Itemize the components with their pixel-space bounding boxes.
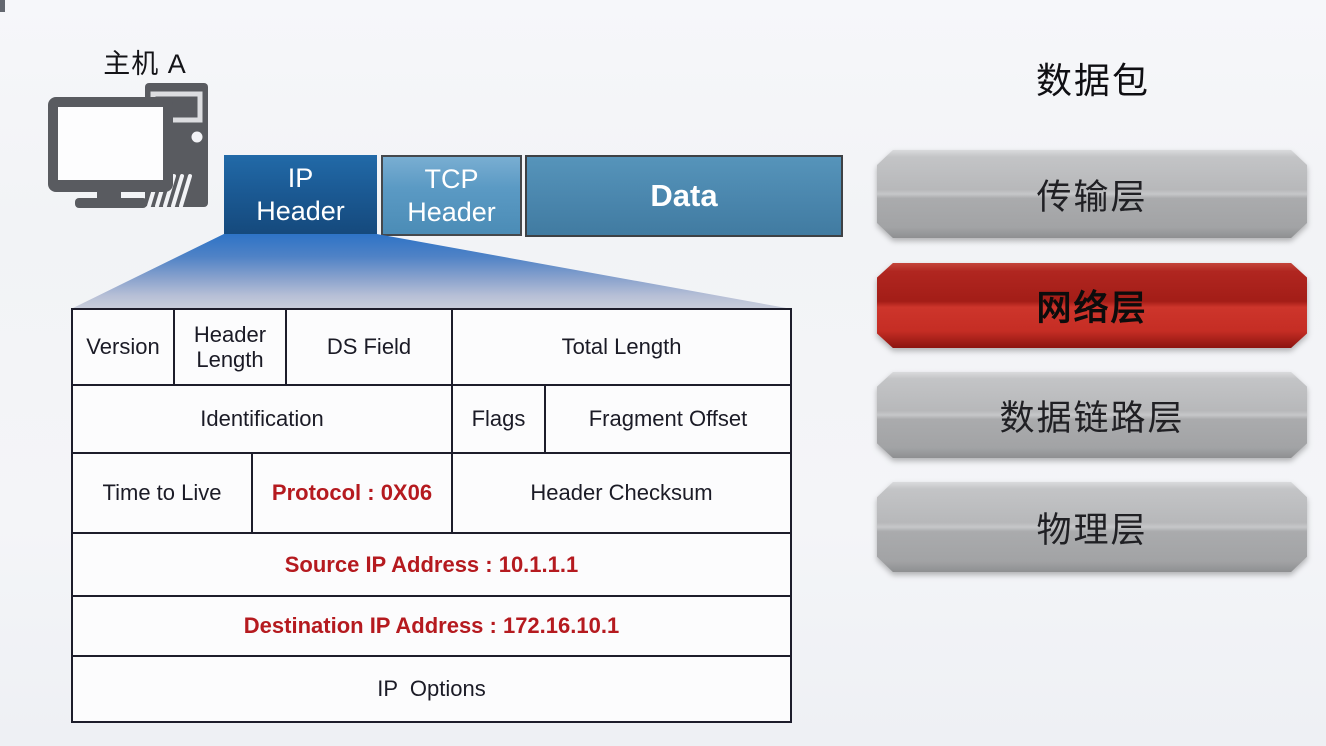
layer-bar-label: 传输层 — [1036, 177, 1148, 217]
packet-stack-title: 数据包 — [1035, 60, 1150, 101]
monitor-icon — [48, 97, 173, 208]
layer-bar-network: 网络层 — [877, 263, 1307, 348]
table-cell-ds-field: DS Field — [287, 310, 453, 384]
packet-segment-tcp-header: TCP Header — [381, 155, 522, 236]
layer-bar-face: 数据链路层 — [877, 372, 1307, 458]
packet-segment-label: TCP Header — [407, 163, 496, 227]
corner-artifact — [0, 0, 5, 12]
table-cell-protocol: Protocol : 0X06 — [253, 454, 453, 532]
table-cell-fragment-offset: Fragment Offset — [588, 406, 748, 432]
layer-bar-label: 网络层 — [1036, 289, 1148, 328]
packet-segment-data: Data — [525, 155, 843, 237]
packet-segment-label: IP Header — [256, 163, 345, 226]
packet-segment-label: Data — [650, 178, 718, 214]
table-row: Destination IP Address : 172.16.10.1 — [73, 597, 790, 657]
table-row: IP Options — [73, 657, 790, 721]
ip-header-expansion-funnel — [71, 234, 792, 309]
host-label: 主机 A — [103, 49, 187, 79]
table-row: Source IP Address : 10.1.1.1 — [73, 534, 790, 597]
packet-segment-ip-header: IP Header — [224, 155, 377, 235]
layer-bar-face: 物理层 — [877, 482, 1307, 572]
ip-header-table: Version Header Length DS Field Total Len… — [71, 308, 792, 723]
host-computer-icon — [48, 83, 208, 208]
layer-bar-face: 网络层 — [877, 263, 1307, 348]
table-row: Identification Flags Fragment Offset — [73, 386, 790, 454]
table-cell-ip-options: IP Options — [377, 676, 486, 702]
table-row: Version Header Length DS Field Total Len… — [73, 310, 790, 386]
layer-bar-face: 传输层 — [877, 150, 1307, 238]
table-cell-flags: Flags — [453, 386, 546, 452]
table-cell-source-ip: Source IP Address : 10.1.1.1 — [284, 551, 579, 577]
layer-bar-physical: 物理层 — [877, 482, 1307, 572]
table-cell-header-length: Header Length — [175, 310, 287, 384]
table-cell-version: Version — [73, 310, 175, 384]
table-cell-identification: Identification — [73, 386, 453, 452]
table-cell-header-checksum: Header Checksum — [530, 480, 713, 506]
layer-bar-transport: 传输层 — [877, 150, 1307, 238]
table-row: Time to Live Protocol : 0X06 Header Chec… — [73, 454, 790, 534]
layer-bar-label: 数据链路层 — [999, 398, 1185, 438]
layer-bar-label: 物理层 — [1036, 510, 1148, 550]
table-cell-destination-ip: Destination IP Address : 172.16.10.1 — [243, 613, 620, 639]
table-cell-total-length: Total Length — [561, 334, 682, 360]
table-cell-time-to-live: Time to Live — [73, 454, 253, 532]
layer-bar-datalink: 数据链路层 — [877, 372, 1307, 458]
